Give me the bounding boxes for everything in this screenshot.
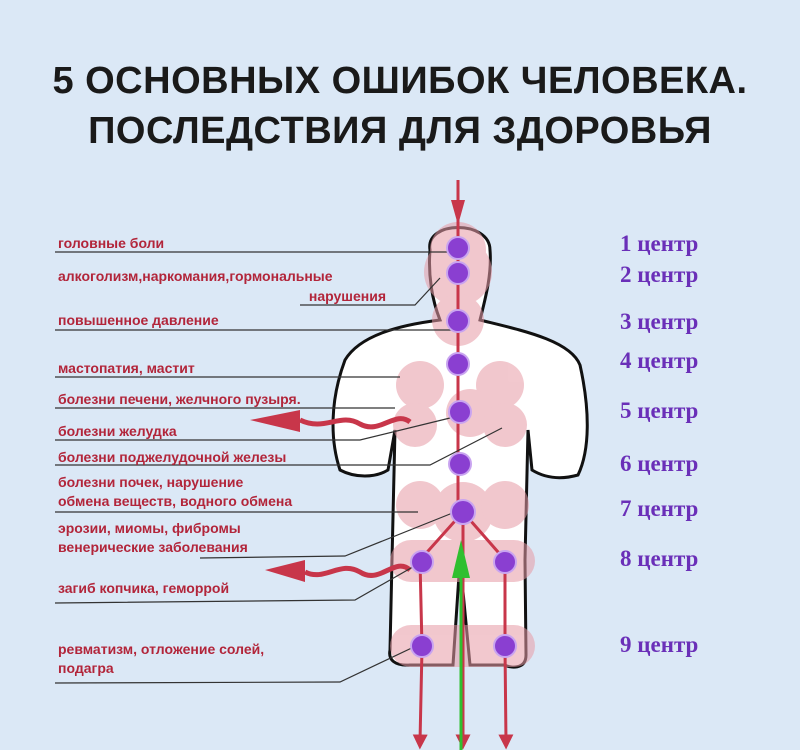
label-liver: болезни печени, желчного пузыря. [58, 391, 301, 407]
center-7: 7 центр [620, 496, 760, 522]
label-stomach: болезни желудка [58, 423, 177, 439]
label-metabolism: обмена веществ, водного обмена [58, 493, 292, 509]
label-coccyx: загиб копчика, геморрой [58, 580, 229, 596]
center-8: 8 центр [620, 546, 760, 572]
wave-arrow-coccyx-head [265, 560, 305, 582]
label-addiction: алкоголизм,наркомания,гормональные [58, 268, 333, 284]
label-headaches: головные боли [58, 235, 164, 251]
center-3: 3 центр [620, 309, 760, 335]
label-pancreas: болезни поджелудочной железы [58, 449, 286, 465]
label-rheumatism: ревматизм, отложение солей, [58, 641, 264, 657]
label-mastopathy: мастопатия, мастит [58, 360, 195, 376]
label-addiction-cont: нарушения [200, 288, 386, 304]
center-6: 6 центр [620, 451, 760, 477]
top-arrow-head [451, 200, 465, 225]
label-gout: подагра [58, 660, 114, 676]
label-hypertension: повышенное давление [58, 312, 219, 328]
center-4: 4 центр [620, 348, 760, 374]
wave-arrow-liver-head [250, 410, 300, 432]
label-venereal: венерические заболевания [58, 539, 248, 555]
center-1: 1 центр [620, 231, 760, 257]
center-2: 2 центр [620, 262, 760, 288]
label-kidneys: болезни почек, нарушение [58, 474, 243, 490]
label-erosion: эрозии, миомы, фибромы [58, 520, 241, 536]
center-9: 9 центр [620, 632, 760, 658]
center-5: 5 центр [620, 398, 760, 424]
